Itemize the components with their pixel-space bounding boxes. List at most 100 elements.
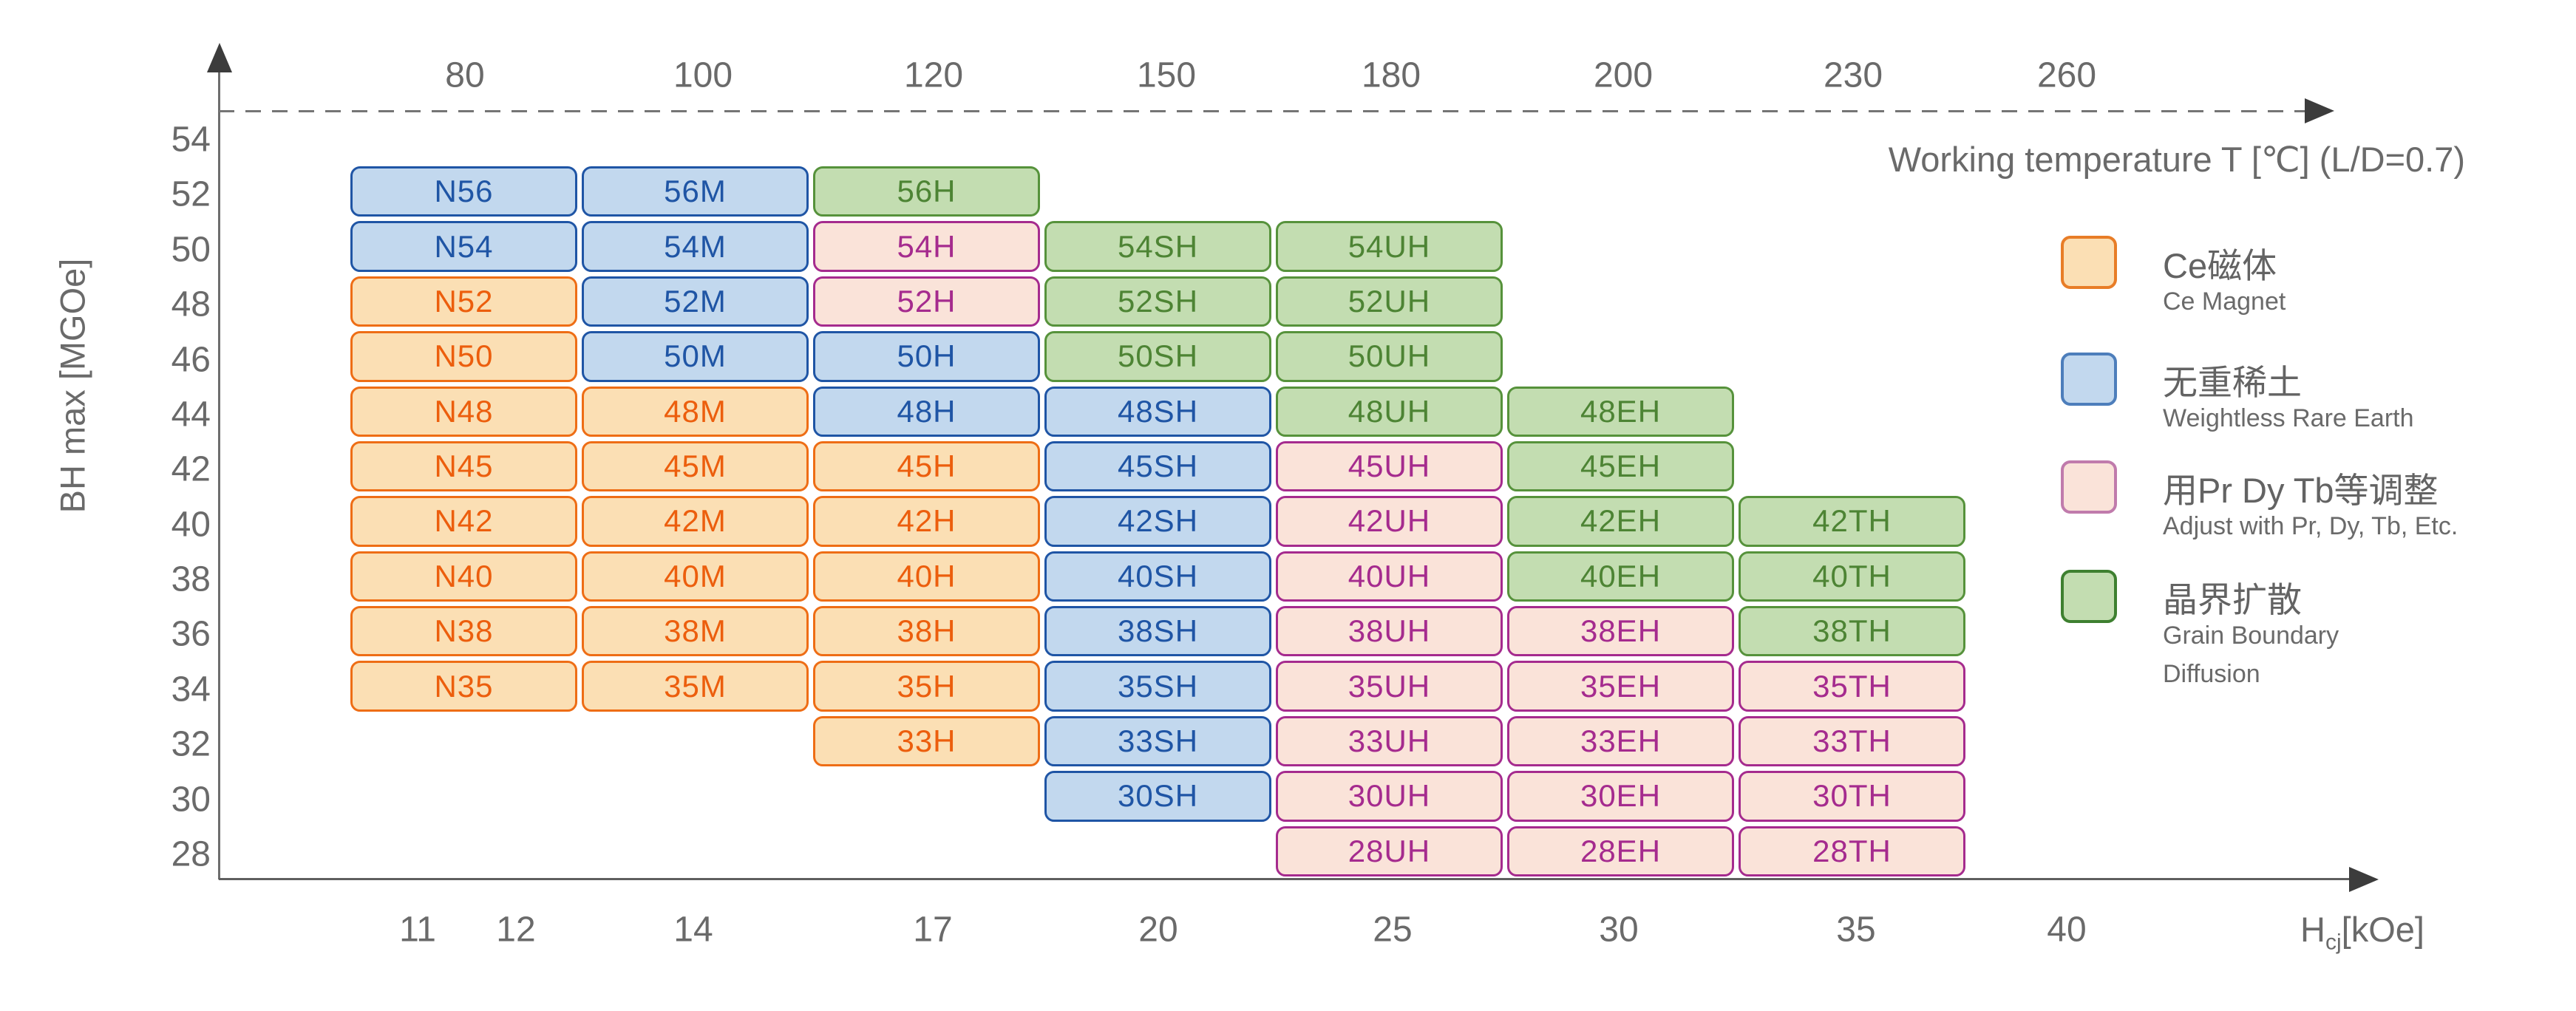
- cell-35TH: 35TH: [1739, 661, 1965, 712]
- legend-swatch-icon: [2061, 236, 2117, 289]
- bottom-axis-tick: 40: [2047, 910, 2087, 950]
- legend-subtitle: Grain Boundary: [2163, 622, 2339, 650]
- top-axis-tick: 120: [903, 55, 964, 95]
- cell-30SH: 30SH: [1044, 771, 1271, 822]
- cell-35H: 35H: [813, 661, 1040, 712]
- left-axis-tick: 38: [171, 559, 211, 599]
- cell-42UH: 42UH: [1276, 496, 1503, 547]
- cell-54UH: 54UH: [1276, 221, 1503, 272]
- legend-subtitle: Weightless Rare Earth: [2163, 404, 2414, 432]
- left-axis-tick: 30: [171, 780, 211, 820]
- cell-30TH: 30TH: [1739, 771, 1965, 822]
- cell-30UH: 30UH: [1276, 771, 1503, 822]
- cell-35SH: 35SH: [1044, 661, 1271, 712]
- left-axis-tick: 54: [171, 120, 211, 160]
- left-axis-tick: 52: [171, 174, 211, 214]
- cell-52SH: 52SH: [1044, 276, 1271, 327]
- cell-48EH: 48EH: [1507, 386, 1734, 437]
- cell-38TH: 38TH: [1739, 606, 1965, 657]
- x-axis-title-h: H: [2300, 910, 2325, 949]
- cell-40UH: 40UH: [1276, 551, 1503, 602]
- left-axis-tick: 36: [171, 614, 211, 654]
- cell-48UH: 48UH: [1276, 386, 1503, 437]
- cell-33EH: 33EH: [1507, 715, 1734, 767]
- cell-N45: N45: [350, 440, 577, 492]
- top-axis-tick: 150: [1136, 55, 1197, 95]
- cell-35UH: 35UH: [1276, 661, 1503, 712]
- legend-subtitle: Diffusion: [2163, 660, 2260, 688]
- bottom-axis-tick: 14: [673, 910, 713, 950]
- x-axis-title-unit: [kOe]: [2341, 910, 2424, 949]
- legend-title: Ce磁体: [2163, 246, 2277, 285]
- legend-swatch-icon: [2061, 570, 2117, 623]
- left-axis-tick: 32: [171, 724, 211, 764]
- cell-42TH: 42TH: [1739, 496, 1965, 547]
- cell-40H: 40H: [813, 551, 1040, 602]
- top-axis-tick: 200: [1593, 55, 1654, 95]
- cell-42SH: 42SH: [1044, 496, 1271, 547]
- top-axis-tick: 180: [1361, 55, 1421, 95]
- cell-33H: 33H: [813, 715, 1040, 767]
- left-axis-tick: 46: [171, 340, 211, 380]
- x-axis-title: Hcj[kOe]: [2300, 909, 2424, 955]
- cell-50M: 50M: [582, 331, 809, 382]
- legend-swatch-icon: [2061, 353, 2117, 406]
- cell-48SH: 48SH: [1044, 386, 1271, 437]
- cell-N35: N35: [350, 661, 577, 712]
- x-axis-title-subscript: cj: [2325, 930, 2342, 955]
- cell-N56: N56: [350, 166, 577, 217]
- legend-swatch-icon: [2061, 460, 2117, 514]
- cell-N52: N52: [350, 276, 577, 327]
- cell-48H: 48H: [813, 386, 1040, 437]
- left-axis-tick: 40: [171, 505, 211, 545]
- cell-45H: 45H: [813, 440, 1040, 492]
- cell-45SH: 45SH: [1044, 440, 1271, 492]
- cell-50UH: 50UH: [1276, 331, 1503, 382]
- cell-50H: 50H: [813, 331, 1040, 382]
- cell-N42: N42: [350, 496, 577, 547]
- top-axis-title: Working temperature T [℃] (L/D=0.7): [1888, 140, 2465, 179]
- cell-42EH: 42EH: [1507, 496, 1734, 547]
- y-axis-line: [218, 67, 220, 879]
- legend-title: 用Pr Dy Tb等调整: [2163, 471, 2439, 510]
- left-axis-tick: 34: [171, 670, 211, 709]
- legend-subtitle: Adjust with Pr, Dy, Tb, Etc.: [2163, 512, 2458, 540]
- cell-35EH: 35EH: [1507, 661, 1734, 712]
- cell-28EH: 28EH: [1507, 826, 1734, 876]
- x-axis-line: [219, 878, 2352, 880]
- cell-33UH: 33UH: [1276, 715, 1503, 767]
- top-axis-tick: 230: [1823, 55, 1883, 95]
- bottom-axis-tick: 20: [1138, 910, 1178, 950]
- top-temperature-axis-dashed-line: [219, 110, 2306, 112]
- cell-42M: 42M: [582, 496, 809, 547]
- cell-38SH: 38SH: [1044, 606, 1271, 657]
- bottom-axis-tick: 17: [913, 910, 953, 950]
- cell-38M: 38M: [582, 606, 809, 657]
- y-axis-arrow-icon: [207, 43, 232, 72]
- cell-28TH: 28TH: [1739, 826, 1965, 876]
- cell-35M: 35M: [582, 661, 809, 712]
- cell-40M: 40M: [582, 551, 809, 602]
- cell-45UH: 45UH: [1276, 440, 1503, 492]
- top-axis-tick: 100: [673, 55, 733, 95]
- cell-33SH: 33SH: [1044, 715, 1271, 767]
- cell-N38: N38: [350, 606, 577, 657]
- cell-45M: 45M: [582, 440, 809, 492]
- cell-52UH: 52UH: [1276, 276, 1503, 327]
- bottom-axis-tick: 12: [496, 910, 536, 950]
- cell-50SH: 50SH: [1044, 331, 1271, 382]
- cell-45EH: 45EH: [1507, 440, 1734, 492]
- cell-38H: 38H: [813, 606, 1040, 657]
- bottom-axis-tick: 35: [1836, 910, 1876, 950]
- cell-N50: N50: [350, 331, 577, 382]
- x-axis-arrow-icon: [2349, 867, 2379, 892]
- left-axis-tick: 44: [171, 395, 211, 435]
- cell-56H: 56H: [813, 166, 1040, 217]
- cell-40EH: 40EH: [1507, 551, 1734, 602]
- cell-38UH: 38UH: [1276, 606, 1503, 657]
- left-axis-tick: 42: [171, 449, 211, 489]
- legend-title: 无重稀土: [2163, 363, 2302, 402]
- cell-52M: 52M: [582, 276, 809, 327]
- cell-52H: 52H: [813, 276, 1040, 327]
